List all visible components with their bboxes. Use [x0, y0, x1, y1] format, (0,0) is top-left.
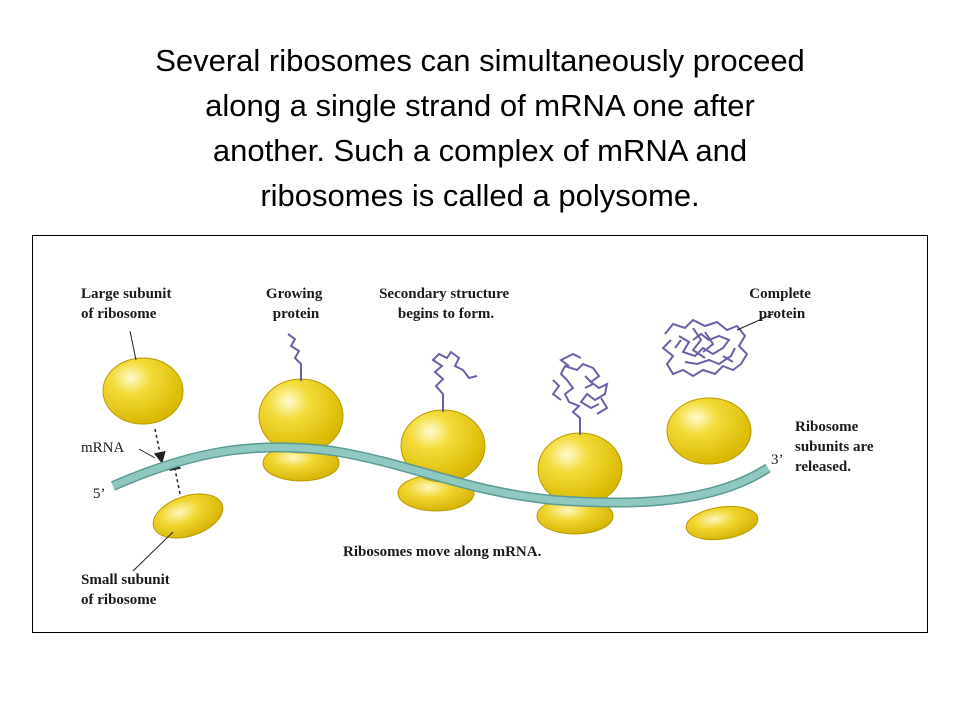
mrna-strand-fill	[111, 443, 770, 507]
polysome-figure: Large subunit of ribosome Growing protei…	[32, 235, 928, 633]
heading-line-2: along a single strand of mRNA one after	[205, 88, 755, 123]
label-mrna: mRNA	[81, 440, 125, 456]
label-small-subunit: Small subunit of ribosome	[81, 572, 174, 608]
large-subunit-2	[258, 378, 344, 454]
folding-protein	[551, 352, 609, 435]
ribosome-5-released	[666, 397, 759, 541]
label-large-subunit: Large subunit of ribosome	[81, 286, 175, 322]
ribosome-4	[536, 432, 623, 535]
leader-small-subunit	[132, 531, 174, 572]
small-subunit-1	[152, 493, 224, 539]
ribosome-3	[397, 409, 486, 512]
label-three-prime: 3’	[771, 452, 784, 468]
label-ribosome-released: Ribosome subunits are released.	[795, 419, 877, 475]
large-subunit-1	[102, 357, 184, 425]
complete-protein	[661, 318, 749, 378]
label-complete-protein: Complete protein	[749, 286, 814, 322]
large-subunit-4	[537, 432, 623, 506]
label-growing-protein: Growing protein	[266, 286, 326, 322]
large-subunit-5	[666, 397, 752, 465]
leader-mrna	[138, 448, 156, 459]
ribosome-2	[258, 378, 344, 482]
leader-complete-protein	[736, 313, 774, 331]
ribosome-1-free	[102, 357, 224, 539]
approach-arrow-up	[169, 458, 182, 495]
approach-arrow-down	[153, 428, 166, 464]
label-five-prime: 5’	[93, 486, 106, 502]
heading-line-1: Several ribosomes can simultaneously pro…	[155, 43, 805, 78]
small-subunit-5	[685, 505, 759, 541]
slide-heading: Several ribosomes can simultaneously pro…	[40, 38, 920, 218]
secondary-structure-protein	[431, 350, 478, 412]
label-secondary-structure: Secondary structure begins to form.	[379, 286, 513, 322]
heading-line-4: ribosomes is called a polysome.	[260, 178, 700, 213]
heading-line-3: another. Such a complex of mRNA and	[212, 133, 748, 168]
polysome-diagram: Large subunit of ribosome Growing protei…	[81, 286, 877, 608]
label-ribosome-movement: Ribosomes move along mRNA.	[343, 544, 542, 560]
growing-protein	[287, 333, 302, 381]
leader-large-subunit	[129, 330, 137, 361]
